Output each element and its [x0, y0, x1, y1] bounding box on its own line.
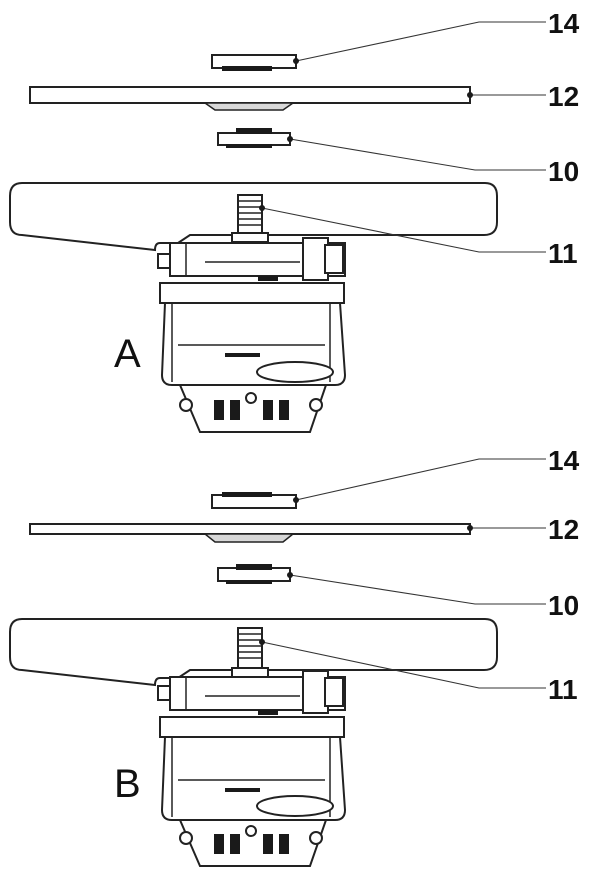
callout-11-a: 11 — [548, 238, 578, 269]
assembly-b: 14 12 10 11 B — [9, 445, 580, 867]
leader-14 — [295, 458, 546, 501]
blade-part-12 — [29, 523, 471, 543]
callout-12-b: 12 — [548, 514, 579, 545]
motor-housing — [159, 716, 347, 867]
callout-10-b: 10 — [548, 590, 579, 621]
callout-14-a: 14 — [548, 8, 580, 39]
spindle-part-11 — [231, 194, 269, 243]
washer-part-14 — [211, 54, 297, 71]
leader-10 — [289, 574, 546, 605]
motor-housing — [159, 282, 347, 433]
spindle-part-11 — [231, 627, 269, 678]
callout-12-a: 12 — [548, 81, 579, 112]
leader-14 — [295, 21, 546, 62]
leader-11 — [261, 641, 546, 689]
callout-11-b: 11 — [548, 674, 578, 705]
leader-10 — [289, 138, 546, 171]
callout-10-a: 10 — [548, 156, 579, 187]
assembly-a: 14 12 10 11 A — [9, 8, 580, 433]
washer-part-14 — [211, 492, 297, 509]
flange-part-10 — [217, 564, 291, 584]
clamp-mechanism — [157, 670, 346, 715]
clamp-mechanism — [157, 237, 346, 281]
blade-part-12 — [29, 86, 471, 111]
view-label-b: B — [114, 762, 141, 806]
callout-14-b: 14 — [548, 445, 580, 476]
leader-11 — [261, 207, 546, 253]
flange-part-10 — [217, 128, 291, 148]
view-label-a: A — [114, 332, 141, 376]
